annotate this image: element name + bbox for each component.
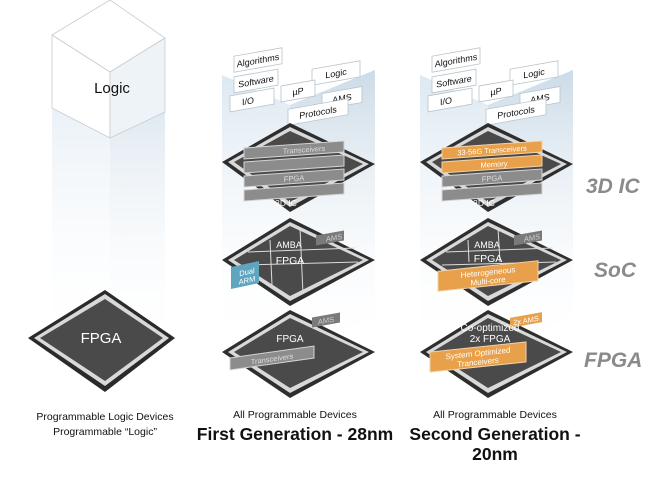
block-algorithms: Algorithms: [233, 47, 283, 73]
side-label-soc: SoC: [594, 259, 637, 282]
soc-ams-label: AMS: [524, 232, 540, 244]
caption-line-1: All Programmable Devices: [433, 409, 557, 421]
soc-grid-line: [299, 227, 304, 295]
fpga-ams-label: AMS: [318, 315, 334, 327]
fpga-layer-label: FPGA: [276, 334, 304, 345]
logic-cube: Logic: [51, 0, 166, 139]
caption-column-1: Programmable Logic Devices Programmable …: [20, 410, 190, 440]
layer-3d-ic-label: 3D IC: [275, 198, 297, 208]
caption-line-1: All Programmable Devices: [233, 409, 357, 421]
bar-fpga-label: FPGA: [482, 173, 502, 183]
capability-blocks: Algorithms Logic Software µP AMS I/O: [229, 47, 363, 126]
bar-blank: [243, 182, 345, 202]
bar-transceivers: 33-56G Transceivers: [441, 140, 543, 160]
column-3-second-generation: Algorithms Logic Software µP AMS I/O: [420, 47, 573, 398]
block-up: µP: [280, 79, 316, 103]
soc-grid-line: [243, 261, 359, 266]
bar-memory-label: Memory: [480, 159, 507, 170]
block-algorithms: Algorithms: [431, 47, 481, 73]
block-logic: Logic: [509, 60, 559, 86]
fpga-ams-block: AMS: [312, 312, 340, 328]
dual-arm-block: DualARM: [231, 261, 259, 289]
block-io-label: I/O: [440, 95, 452, 107]
bar-fpga-label: FPGA: [284, 173, 304, 183]
layer-fpga: AMS FPGA Transceivers: [222, 310, 375, 398]
side-label-3d-ic: 3D IC: [586, 175, 641, 198]
block-software: Software: [431, 68, 477, 94]
bar-fpga: FPGA: [441, 168, 543, 188]
layer-3d-ic-label: 3D IC: [473, 198, 495, 208]
soc-ams-label: AMS: [326, 232, 342, 244]
soc-fpga-label: FPGA: [474, 253, 503, 265]
caption-column-3: All Programmable Devices Second Generati…: [385, 408, 605, 464]
soc-amba-label: AMBA: [276, 240, 302, 250]
logic-cube-label: Logic: [94, 80, 130, 97]
transceivers-bar: Transceivers: [229, 345, 315, 371]
bar-blank: [441, 182, 543, 202]
column-2-first-generation: Algorithms Logic Software µP AMS I/O: [222, 47, 375, 398]
bar-transceivers: Transceivers: [243, 140, 345, 160]
block-logic-label: Logic: [325, 67, 347, 81]
soc-amba-label: AMBA: [474, 240, 500, 250]
soc-grid-line: [467, 239, 470, 263]
heterogeneous-label: HeterogeneousMulti-core: [461, 265, 516, 289]
caption-line-2: Second Generation - 20nm: [409, 424, 581, 464]
caption-column-2: All Programmable Devices First Generatio…: [185, 408, 405, 444]
layer-3d-ic: Transceivers FPGA 3D IC: [222, 123, 375, 212]
heterogeneous-block: HeterogeneousMulti-core: [437, 260, 539, 292]
layer-3d-ic: 33-56G Transceivers Memory FPGA 3D IC: [420, 123, 573, 212]
soc-grid-line: [269, 239, 273, 286]
caption-line-1: Programmable Logic Devices: [36, 411, 174, 423]
block-protocols: Protocols: [485, 98, 547, 126]
fpga-chip-label: FPGA: [81, 330, 122, 347]
soc-ams-block: AMS: [514, 230, 542, 246]
soc-grid-line: [497, 227, 501, 263]
block-logic-label: Logic: [523, 67, 545, 81]
block-io-label: I/O: [242, 95, 254, 107]
fpga-chip: FPGA: [28, 290, 175, 392]
block-up-label: µP: [490, 86, 501, 98]
bar-fpga: FPGA: [243, 168, 345, 188]
column-1-programmable-logic: Logic FPGA: [28, 0, 175, 392]
system-transceivers-block: System OptimizedTranceivers: [429, 341, 527, 373]
block-io: I/O: [427, 87, 473, 113]
block-up: µP: [478, 79, 514, 103]
soc-ams-block: AMS: [316, 230, 344, 246]
layer-soc: AMS AMBA FPGA DualARM: [222, 218, 375, 306]
block-io: I/O: [229, 87, 275, 113]
bar-transceivers-label: Transceivers: [283, 144, 326, 156]
soc-fpga-label: FPGA: [276, 255, 305, 267]
block-logic: Logic: [311, 60, 361, 86]
side-label-fpga: FPGA: [584, 349, 642, 372]
bar-memory: Memory: [441, 154, 543, 174]
dual-arm-label: DualARM: [239, 266, 256, 287]
block-up-label: µP: [292, 86, 303, 98]
caption-line-2: First Generation - 28nm: [196, 424, 394, 444]
block-protocols: Protocols: [287, 98, 349, 126]
bar-blank: [243, 154, 345, 174]
block-software: Software: [233, 68, 279, 94]
layer-soc: AMS AMBA FPGA HeterogeneousMulti-core: [420, 218, 573, 306]
caption-line-2: Programmable “Logic”: [53, 426, 157, 438]
capability-blocks: Algorithms Logic Software µP AMS I/O: [427, 47, 561, 126]
